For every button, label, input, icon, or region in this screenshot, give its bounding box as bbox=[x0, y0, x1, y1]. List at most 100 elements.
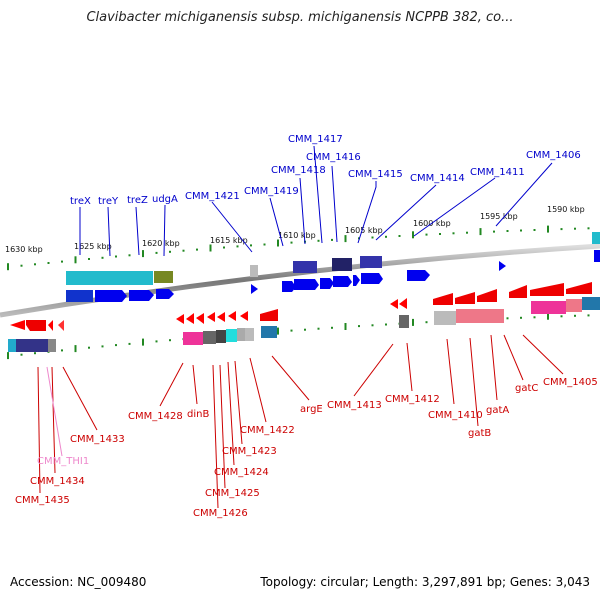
gene-CMM_1435[interactable] bbox=[10, 320, 25, 330]
gene-CMM_1423[interactable] bbox=[228, 311, 236, 321]
gene-CMM_1410[interactable] bbox=[433, 293, 453, 305]
lower-scale-tick bbox=[277, 327, 279, 335]
feature-udgA-block[interactable] bbox=[154, 271, 173, 283]
label-CMM_1414[interactable]: CMM_1414 bbox=[410, 173, 465, 184]
gene-CMM_1419[interactable] bbox=[282, 281, 296, 292]
label-CMM_1411[interactable]: CMM_1411 bbox=[470, 167, 525, 178]
feature-CMM_1403-block[interactable] bbox=[582, 297, 600, 310]
label-CMM_1422[interactable]: CMM_1422 bbox=[240, 425, 295, 436]
feature-edge-block[interactable] bbox=[592, 232, 600, 244]
feature-CMM_1422-block[interactable] bbox=[245, 328, 254, 341]
gene-CMM_1418[interactable] bbox=[294, 279, 319, 290]
label-treZ[interactable]: treZ bbox=[127, 195, 148, 206]
label-CMM_1410[interactable]: CMM_1410 bbox=[428, 410, 483, 421]
gene-CMM_1424[interactable] bbox=[217, 312, 225, 322]
label-CMM_1418[interactable]: CMM_1418 bbox=[271, 165, 326, 176]
label-CMM_1416[interactable]: CMM_1416 bbox=[306, 152, 361, 163]
label-CMM_1412[interactable]: CMM_1412 bbox=[385, 394, 440, 405]
label-CMM_1421[interactable]: CMM_1421 bbox=[185, 191, 240, 202]
callout-CMM_1413 bbox=[353, 343, 394, 397]
upper-scale-tick bbox=[439, 233, 441, 235]
feature-gat-block[interactable] bbox=[456, 309, 504, 323]
feature-CMM_1435-block[interactable] bbox=[8, 339, 16, 352]
feature-CMM_1404-block[interactable] bbox=[566, 299, 582, 312]
feature-CMM_1421-block[interactable] bbox=[250, 265, 258, 277]
gene-CMM_1434[interactable] bbox=[26, 320, 46, 331]
label-gatA[interactable]: gatA bbox=[486, 405, 509, 416]
label-CMM_1433[interactable]: CMM_1433 bbox=[70, 434, 125, 445]
label-CMM_1406[interactable]: CMM_1406 bbox=[526, 150, 581, 161]
gene-CMM_1406[interactable] bbox=[594, 250, 600, 262]
gene-CMM_1428[interactable] bbox=[176, 314, 184, 324]
gene-CMM_1414[interactable] bbox=[361, 273, 383, 284]
lower-scale-tick bbox=[358, 325, 360, 328]
feature-CMM_1412-block[interactable] bbox=[399, 315, 409, 328]
label-gatB[interactable]: gatB bbox=[468, 428, 491, 439]
feature-CMM_1423-block[interactable] bbox=[237, 328, 245, 341]
feature-CMM_1434-block[interactable] bbox=[8, 339, 56, 352]
gene-CMM_1421[interactable] bbox=[251, 284, 258, 294]
label-argE[interactable]: argE bbox=[300, 404, 323, 415]
gene-CMM_1407[interactable] bbox=[499, 261, 506, 271]
gene-CMM_1404[interactable] bbox=[566, 282, 592, 294]
feature-CMM_1419-block[interactable] bbox=[293, 261, 317, 273]
label-CMM_1424[interactable]: CMM_1424 bbox=[214, 467, 269, 478]
gene-dinB[interactable] bbox=[186, 313, 194, 324]
label-CMM_1428[interactable]: CMM_1428 bbox=[128, 411, 183, 422]
label-CMM_1435[interactable]: CMM_1435 bbox=[15, 495, 70, 506]
gene-CMM_1412[interactable] bbox=[399, 298, 407, 309]
label-CMM_1419[interactable]: CMM_1419 bbox=[244, 186, 299, 197]
feature-CMM_1410-block[interactable] bbox=[434, 311, 456, 325]
callout-argE bbox=[271, 355, 310, 401]
feature-CMM_1425-block[interactable] bbox=[216, 330, 226, 343]
gene-gatC[interactable] bbox=[509, 285, 527, 298]
label-CMM_1423[interactable]: CMM_1423 bbox=[222, 446, 277, 457]
feature-CMM_1424-block[interactable] bbox=[226, 329, 237, 342]
gene-argE[interactable] bbox=[260, 309, 278, 321]
gene-CMM_1413[interactable] bbox=[390, 299, 398, 309]
label-CMM_1415[interactable]: CMM_1415 bbox=[348, 169, 403, 180]
label-treY[interactable]: treY bbox=[98, 196, 119, 207]
gene-CMM_1417[interactable] bbox=[320, 278, 334, 289]
feature-CMM_1405-block[interactable] bbox=[531, 301, 566, 314]
lower-scale-tick bbox=[155, 340, 158, 343]
label-CMM_1405[interactable]: CMM_1405 bbox=[543, 377, 598, 388]
gene-CMM_1411[interactable] bbox=[407, 270, 430, 281]
label-dinB[interactable]: dinB bbox=[187, 409, 209, 420]
gene-CMM_1416[interactable] bbox=[333, 276, 352, 287]
feature-CMM_1426-block[interactable] bbox=[203, 331, 216, 344]
gene-treX[interactable] bbox=[66, 290, 93, 302]
label-gatC[interactable]: gatC bbox=[515, 383, 538, 394]
feature-dinB-block[interactable] bbox=[183, 332, 203, 345]
gene-udgA[interactable] bbox=[156, 289, 174, 299]
label-CMM_1417[interactable]: CMM_1417 bbox=[288, 134, 343, 145]
gene-CMM_1415[interactable] bbox=[353, 275, 360, 286]
gene-CMM_1422[interactable] bbox=[240, 311, 248, 321]
gene-gatA[interactable] bbox=[477, 289, 497, 302]
feature-CMM_1415-block[interactable] bbox=[360, 256, 382, 268]
upper-scale-tick bbox=[452, 232, 455, 235]
gene-CMM_1426[interactable] bbox=[196, 313, 204, 324]
upper-scale-tick bbox=[236, 245, 239, 248]
label-udgA[interactable]: udgA bbox=[152, 194, 178, 205]
gene-gatB[interactable] bbox=[455, 292, 475, 304]
label-CMM_1434[interactable]: CMM_1434 bbox=[30, 476, 85, 487]
label-CMM_1425[interactable]: CMM_1425 bbox=[205, 488, 260, 499]
feature-tre-block[interactable] bbox=[66, 271, 153, 285]
label-CMM_1413[interactable]: CMM_1413 bbox=[327, 400, 382, 411]
gene-CMM_1405[interactable] bbox=[530, 283, 564, 296]
label-CMM_THI1[interactable]: CMM_THI1 bbox=[37, 456, 89, 467]
feature-CMM_1416-block[interactable] bbox=[332, 258, 352, 271]
gene-CMM_THI1[interactable] bbox=[48, 320, 53, 331]
label-CMM_1426[interactable]: CMM_1426 bbox=[193, 508, 248, 519]
gene-CMM_1433[interactable] bbox=[58, 320, 64, 331]
gene-treY[interactable] bbox=[95, 290, 127, 302]
feature-argE-block[interactable] bbox=[261, 326, 277, 338]
gene-treZ[interactable] bbox=[129, 290, 154, 301]
callout-udgA bbox=[163, 204, 166, 257]
label-treX[interactable]: treX bbox=[70, 196, 91, 207]
gene-CMM_1425[interactable] bbox=[207, 312, 215, 322]
upper-scale-tick bbox=[331, 238, 333, 241]
upper-scale-tick bbox=[344, 235, 347, 243]
feature-CMM_1433-block[interactable] bbox=[48, 339, 56, 352]
